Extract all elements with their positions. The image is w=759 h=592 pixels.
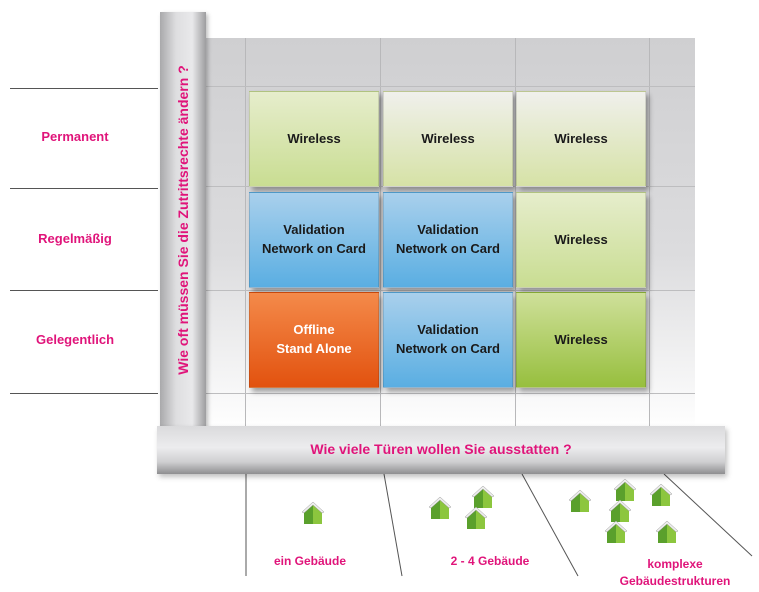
row-divider bbox=[10, 290, 158, 291]
house-icon bbox=[301, 501, 325, 525]
house-icon bbox=[568, 489, 592, 513]
house-icon bbox=[428, 496, 452, 520]
y-axis-bar: Wie oft müssen Sie die Zutrittsrechte än… bbox=[160, 12, 206, 428]
row-divider bbox=[10, 188, 158, 189]
cell-text: Wireless bbox=[554, 331, 608, 347]
cell-regelmaessig-ein-gebaeude: Validation Network on Card bbox=[249, 192, 379, 288]
house-icon bbox=[613, 478, 637, 502]
cell-gelegentlich-2-4-gebaeude: Validation Network on Card bbox=[383, 292, 513, 388]
column-label-2-4-gebaeude: 2 - 4 Gebäude bbox=[450, 554, 530, 568]
house-icon bbox=[655, 520, 679, 544]
cell-text: Wireless bbox=[554, 231, 608, 247]
cell-text: Validation Network on Card bbox=[261, 222, 366, 256]
cell-permanent-ein-gebaeude: Wireless bbox=[249, 91, 379, 187]
column-label-komplexe-gebaeudestrukturen: komplexe Gebäudestrukturen bbox=[619, 557, 731, 588]
row-label-regelmaessig: Regelmäßig bbox=[38, 231, 112, 246]
house-icon bbox=[604, 520, 628, 544]
cell-permanent-komplex: Wireless bbox=[516, 91, 646, 187]
cell-regelmaessig-2-4-gebaeude: Validation Network on Card bbox=[383, 192, 513, 288]
row-divider bbox=[10, 88, 158, 89]
row-label-gelegentlich: Gelegentlich bbox=[35, 332, 115, 347]
x-axis-title: Wie viele Türen wollen Sie ausstatten ? bbox=[310, 441, 572, 457]
row-label-permanent: Permanent bbox=[41, 129, 109, 144]
house-icon bbox=[649, 483, 673, 507]
row-divider bbox=[10, 393, 158, 394]
cell-text: Validation Network on Card bbox=[395, 222, 500, 256]
column-label-ein-gebaeude: ein Gebäude bbox=[273, 554, 347, 568]
cell-gelegentlich-ein-gebaeude: Offline Stand Alone bbox=[249, 292, 379, 388]
cell-text: Offline Stand Alone bbox=[276, 322, 352, 356]
cell-text: Wireless bbox=[554, 130, 608, 146]
cell-text: Wireless bbox=[287, 130, 341, 146]
cell-text: Validation Network on Card bbox=[395, 322, 500, 356]
cell-permanent-2-4-gebaeude: Wireless bbox=[383, 91, 513, 187]
house-icon bbox=[464, 506, 488, 530]
house-icon bbox=[608, 499, 632, 523]
house-icon bbox=[471, 485, 495, 509]
cell-regelmaessig-komplex: Wireless bbox=[516, 192, 646, 288]
cell-text: Wireless bbox=[421, 130, 475, 146]
cell-gelegentlich-komplex: Wireless bbox=[516, 292, 646, 388]
x-axis-bar: Wie viele Türen wollen Sie ausstatten ? bbox=[157, 426, 725, 474]
